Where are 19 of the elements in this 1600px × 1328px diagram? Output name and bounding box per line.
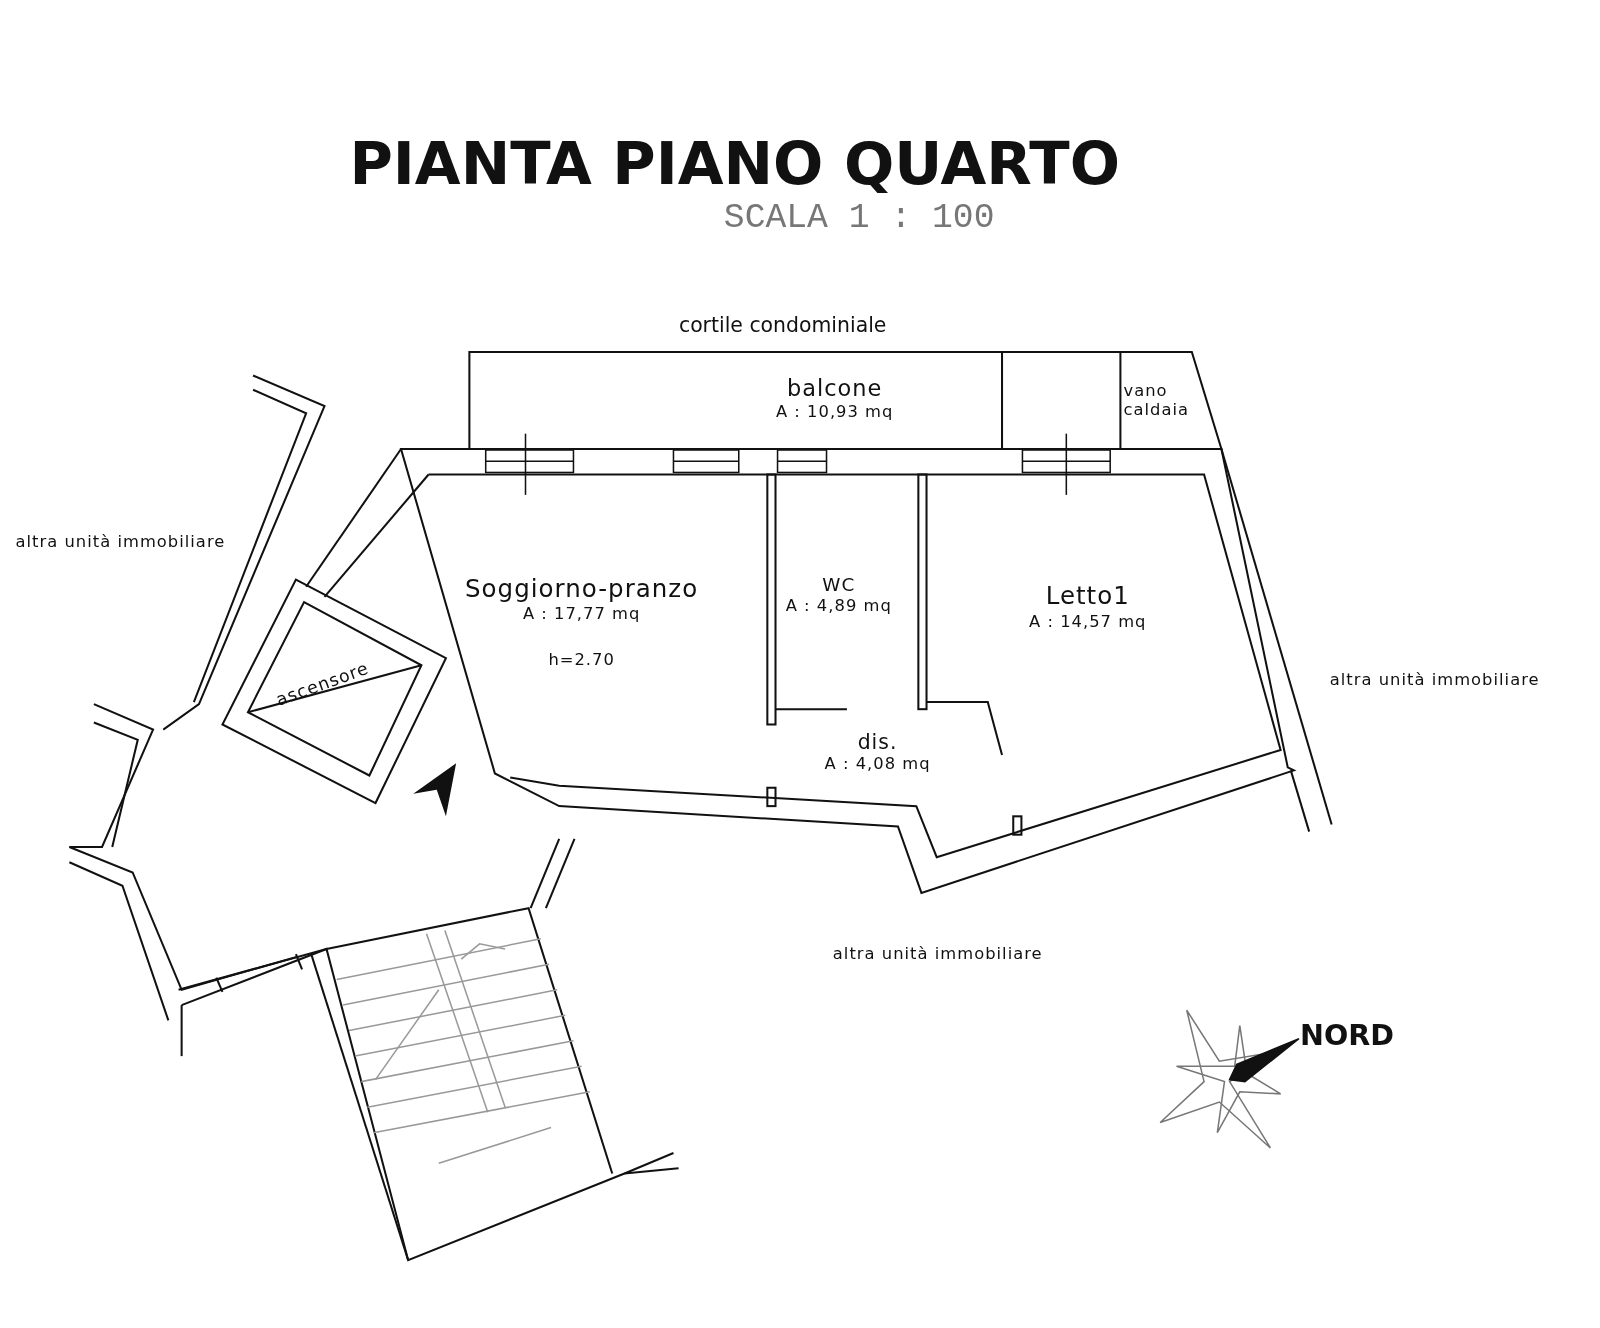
area-label: altra unità immobiliare bbox=[15, 532, 226, 552]
room-name: WC bbox=[822, 573, 856, 596]
scale-label: SCALA 1 : 100 bbox=[723, 197, 995, 237]
room-name: Soggiorno-pranzo bbox=[465, 574, 699, 604]
room-area: A : 14,57 mq bbox=[1029, 611, 1147, 631]
area-label: altra unità immobiliare bbox=[1329, 669, 1540, 690]
plan-title: PIANTA PIANO QUARTO bbox=[349, 128, 1120, 198]
north-label: NORD bbox=[1299, 1018, 1394, 1053]
room-area: A : 4,89 mq bbox=[785, 595, 892, 616]
room-name: balcone bbox=[786, 375, 883, 403]
area-label: altra unità immobiliare bbox=[832, 943, 1043, 963]
room-name: vano caldaia bbox=[1123, 380, 1191, 420]
ceiling-height: h=2.70 bbox=[548, 650, 615, 670]
room-area: A : 4,08 mq bbox=[824, 754, 931, 774]
room-name: dis. bbox=[857, 729, 898, 755]
room-name: Letto1 bbox=[1045, 581, 1130, 611]
area-label: cortile condominiale bbox=[678, 312, 887, 337]
room-area: A : 10,93 mq bbox=[775, 402, 894, 422]
room-area: A : 17,77 mq bbox=[522, 603, 641, 624]
